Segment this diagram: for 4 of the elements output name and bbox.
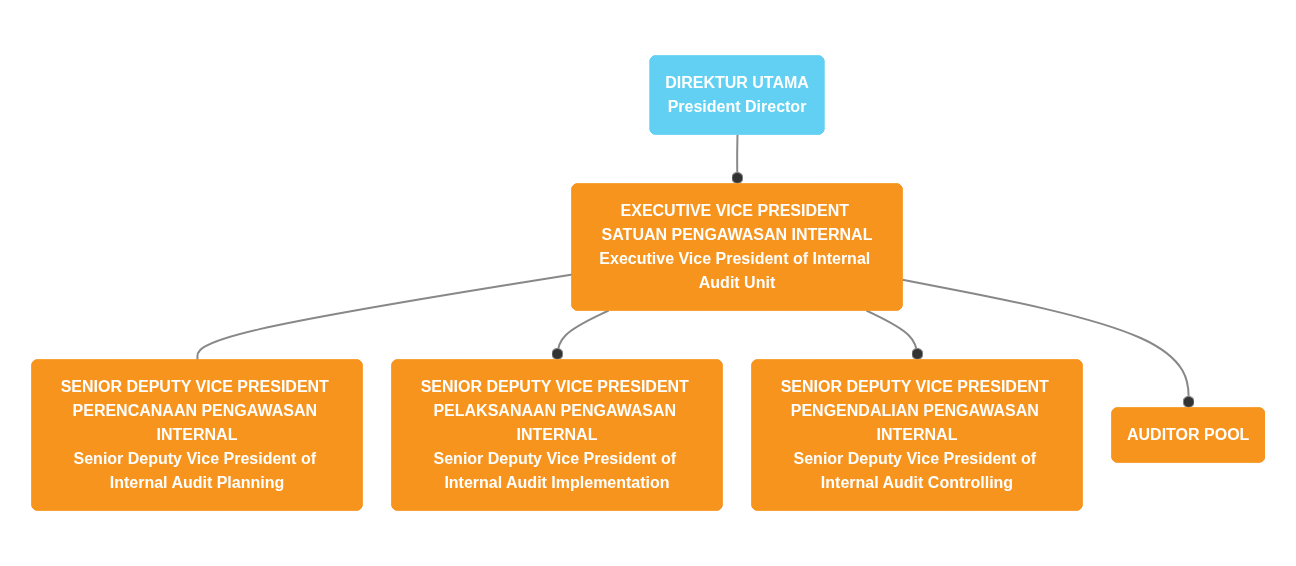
connector	[901, 278, 1195, 410]
connector	[731, 133, 744, 186]
connector	[551, 309, 610, 362]
connector	[865, 309, 924, 362]
